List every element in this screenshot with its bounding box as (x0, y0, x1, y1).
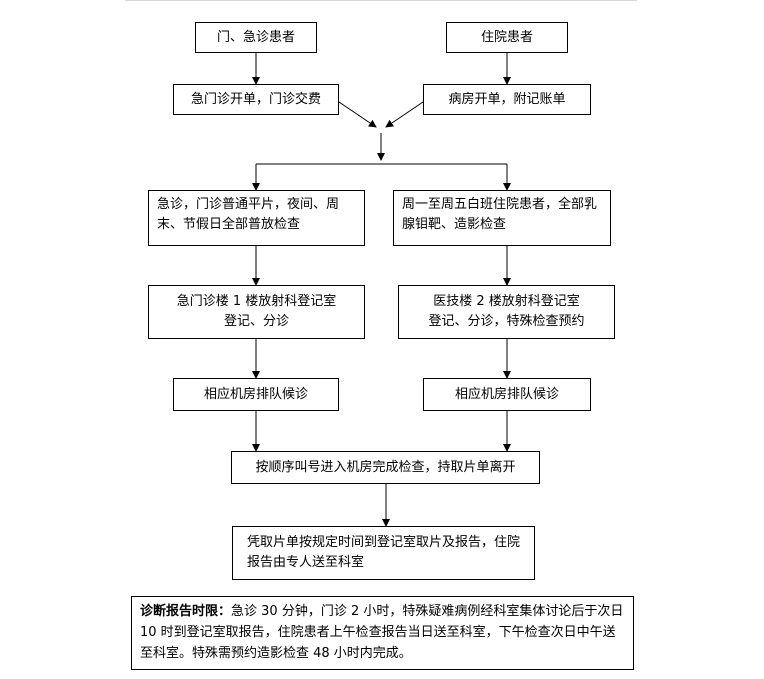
node-left-registration-line2: 登记、分诊 (223, 314, 289, 329)
node-inpatient-billing: 病房开单，附记账单 (423, 84, 591, 115)
node-inpatient-billing-label: 病房开单，附记账单 (448, 91, 566, 107)
node-right-queue-label: 相应机房排队候诊 (454, 386, 559, 402)
note-title: 诊断报告时限： (140, 604, 232, 619)
arrow-right-billing-merge (385, 101, 424, 128)
node-left-queue-label: 相应机房排队候诊 (203, 386, 308, 402)
arrow-left-billing-merge (338, 101, 377, 128)
node-exam: 按顺序叫号进入机房完成检查，持取片单离开 (231, 451, 540, 484)
report-time-limit-note: 诊断报告时限：急诊 30 分钟，门诊 2 小时，特殊疑难病例经科室集体讨论后于次… (131, 596, 634, 670)
node-left-registration: 急门诊楼 1 楼放射科登记室 登记、分诊 (148, 285, 365, 339)
node-inpatient: 住院患者 (446, 22, 568, 53)
node-left-exam-scope: 急诊，门诊普通平片，夜间、周末、节假日全部普放检查 (148, 190, 365, 246)
node-right-registration-line2: 登记、分诊，特殊检查预约 (428, 314, 585, 329)
node-outpatient-billing-label: 急门诊开单，门诊交费 (190, 91, 321, 107)
note-text: 急诊 30 分钟，门诊 2 小时，特殊疑难病例经科室集体讨论后于次日 10 时到… (140, 604, 624, 661)
node-right-registration: 医技楼 2 楼放射科登记室 登记、分诊，特殊检查预约 (398, 285, 615, 339)
node-pickup-label: 凭取片单按规定时间到登记室取片及报告，住院报告由专人送至科室 (247, 535, 521, 570)
node-left-registration-line1: 急门诊楼 1 楼放射科登记室 (176, 294, 337, 309)
node-right-registration-line1: 医技楼 2 楼放射科登记室 (433, 294, 580, 309)
node-right-exam-scope-label: 周一至周五白班住院患者，全部乳腺钼靶、造影检查 (402, 197, 598, 232)
node-right-queue: 相应机房排队候诊 (423, 378, 591, 411)
node-left-queue: 相应机房排队候诊 (173, 378, 339, 411)
node-outpatient-billing: 急门诊开单，门诊交费 (173, 84, 339, 115)
node-right-exam-scope: 周一至周五白班住院患者，全部乳腺钼靶、造影检查 (393, 190, 611, 246)
node-left-exam-scope-label: 急诊，门诊普通平片，夜间、周末、节假日全部普放检查 (157, 197, 340, 232)
node-outpatient: 门、急诊患者 (195, 22, 317, 53)
node-outpatient-label: 门、急诊患者 (216, 29, 295, 45)
node-pickup: 凭取片单按规定时间到登记室取片及报告，住院报告由专人送至科室 (232, 526, 535, 580)
node-inpatient-label: 住院患者 (480, 29, 533, 45)
node-exam-label: 按顺序叫号进入机房完成检查，持取片单离开 (255, 459, 516, 475)
top-divider (125, 0, 637, 1)
